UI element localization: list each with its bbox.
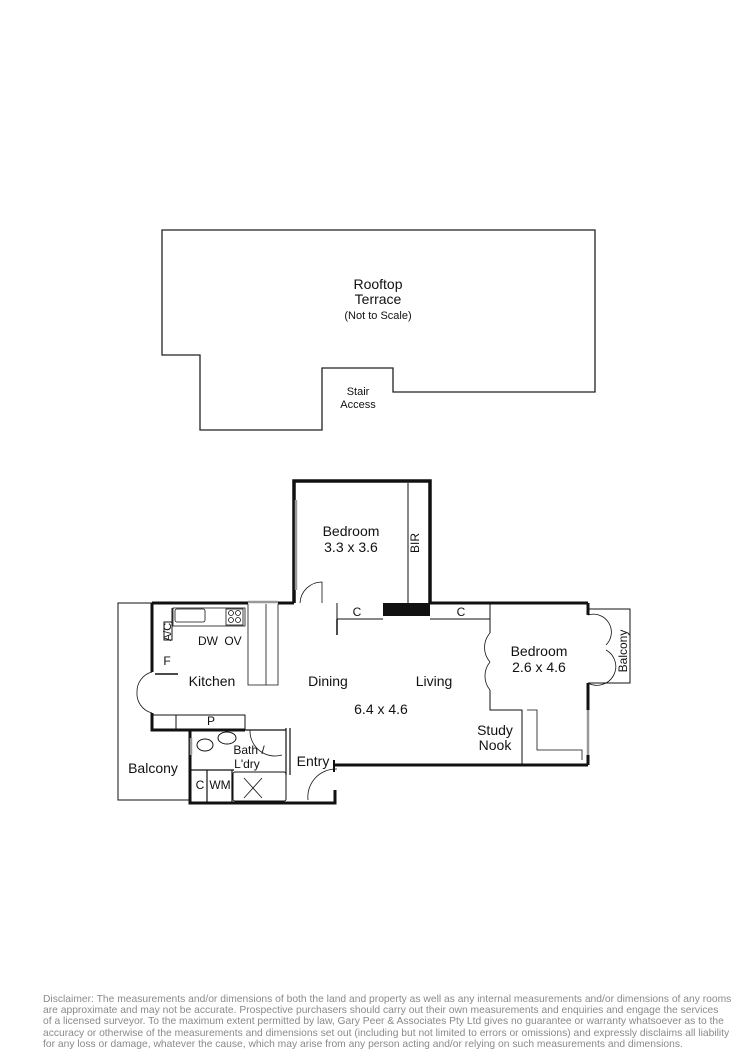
pantry-label: P: [207, 714, 215, 728]
balcony-right-label: Balcony: [616, 630, 630, 673]
disclaimer-line: of a licensed surveyor. To the maximum e…: [43, 1016, 724, 1028]
balcony-left-label: Balcony: [128, 760, 178, 776]
stair-label-2: Access: [340, 399, 376, 411]
bedroom1-label: Bedroom: [323, 523, 380, 539]
oven-label: OV: [224, 634, 241, 648]
cupboard-right-label: C: [457, 605, 466, 619]
washing-machine-label: WM: [209, 778, 230, 792]
study-label-1: Study: [477, 722, 513, 738]
apartment-walls: [117, 479, 631, 805]
bedroom1-size: 3.3 x 3.6: [324, 539, 378, 555]
disclaimer-line: for any loss or damage, whatever the cau…: [43, 1038, 683, 1050]
stair-label-1: Stair: [347, 386, 370, 398]
fridge-label: F: [163, 654, 170, 668]
disclaimer-line: Disclaimer: The measurements and/or dime…: [43, 994, 732, 1005]
dishwasher-label: DW: [198, 634, 219, 648]
living-label: Living: [416, 673, 453, 689]
bath-label-1: Bath /: [233, 743, 265, 757]
bedroom2-size: 2.6 x 4.6: [512, 659, 566, 675]
study-label-2: Nook: [479, 737, 513, 753]
room-labels: Bedroom 3.3 x 3.6 BIR C C Bedroom 2.6 x …: [128, 523, 630, 792]
rooftop-outline: [161, 229, 596, 431]
rooftop-title-2: Terrace: [355, 291, 402, 307]
ac-label: A/C: [162, 623, 174, 641]
rooftop-terrace: Rooftop Terrace (Not to Scale) Stair Acc…: [161, 229, 596, 431]
disclaimer: Disclaimer: The measurements and/or dime…: [43, 994, 732, 1050]
bedroom2-label: Bedroom: [511, 643, 568, 659]
bath-label-2: L'dry: [234, 757, 260, 771]
bir-label: BIR: [408, 533, 422, 553]
rooftop-title-1: Rooftop: [353, 276, 402, 292]
rooftop-note: (Not to Scale): [344, 310, 411, 322]
dining-label: Dining: [308, 673, 348, 689]
entry-label: Entry: [297, 753, 330, 769]
disclaimer-line: accuracy or otherwise of the measurement…: [43, 1027, 730, 1039]
main-room-size: 6.4 x 4.6: [354, 701, 408, 717]
disclaimer-line: are approximate and may not be accurate.…: [43, 1005, 719, 1017]
cupboard-left-label: C: [353, 605, 362, 619]
bath-cupboard-label: C: [196, 778, 205, 792]
kitchen-label: Kitchen: [189, 673, 236, 689]
